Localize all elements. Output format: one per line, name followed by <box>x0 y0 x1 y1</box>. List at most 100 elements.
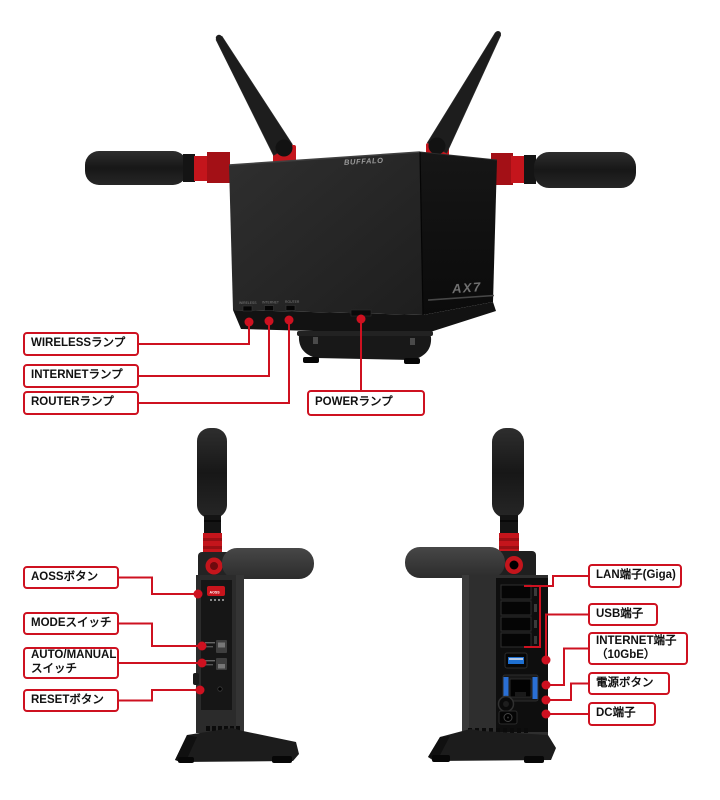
side-body-edge <box>236 575 244 733</box>
internet-lamp-line <box>139 321 270 377</box>
ax7-logo: AX7 <box>450 279 482 296</box>
front-view-figure: BUFFALO AX7 WIRELESS INTERNET ROUTER <box>85 31 636 364</box>
internet-lamp-dot <box>264 316 274 326</box>
lan-port-2 <box>500 600 532 616</box>
side-antenna <box>197 428 227 518</box>
front-left-antenna-collar <box>183 154 195 182</box>
rear-view-figure <box>405 428 556 763</box>
internet-port-line <box>546 647 588 686</box>
router-led <box>285 305 296 311</box>
internet-port-blue-right <box>532 677 538 699</box>
internet-port-dot <box>541 680 551 690</box>
wireless-lamp-line <box>139 322 250 345</box>
side-left-nub <box>193 673 199 685</box>
lan-port-3 <box>500 616 532 632</box>
side-stand-foot2 <box>272 756 292 763</box>
dc-jack-pin <box>507 716 509 719</box>
aoss-dot <box>193 589 203 599</box>
usb-port-tongue <box>508 657 524 664</box>
router-lamp-line <box>139 320 290 404</box>
side-antenna-neck <box>204 515 221 534</box>
auto-manual-switch-device <box>205 658 227 670</box>
body-front-face <box>229 152 423 315</box>
callout-lan-port: LAN端子(Giga) <box>588 564 682 588</box>
callout-wireless-lamp: WIRELESSランプ <box>23 332 139 356</box>
callout-reset-button: RESETボタン <box>23 689 119 712</box>
lan-bracket <box>524 585 541 648</box>
rear-stand <box>428 729 556 761</box>
usb-line <box>545 613 588 660</box>
side-view-figure: AOSS <box>175 428 314 763</box>
aoss-line <box>119 576 198 595</box>
mode-dot <box>197 641 207 651</box>
body-top-edge-right <box>419 151 498 161</box>
lan-port-4 <box>500 632 532 648</box>
internet-port-blue-left <box>503 677 509 699</box>
side-hinge-red-core <box>210 562 218 570</box>
side-antenna-red-band2 <box>203 546 222 549</box>
rear-stand-foot2 <box>524 756 544 763</box>
front-right-antenna <box>534 152 636 188</box>
front-diag-left-antenna-tip <box>215 34 223 42</box>
aoss-device-button <box>207 586 225 596</box>
callout-internet-lamp: INTERNETランプ <box>23 364 139 388</box>
body-right-face <box>420 152 497 315</box>
callout-power-lamp: POWERランプ <box>307 390 425 416</box>
aoss-button-dots <box>210 599 224 601</box>
front-right-antenna-collar <box>524 155 536 184</box>
router-lamp-dot <box>284 315 294 325</box>
front-left-antenna-mount <box>194 156 208 181</box>
side-folded-antenna <box>222 548 314 579</box>
body-top-edge <box>228 151 421 166</box>
lan-port-1 <box>500 584 532 600</box>
power-button-core <box>503 701 509 707</box>
ax7-fineprint <box>428 294 494 301</box>
rear-antenna-red-ring <box>499 533 519 554</box>
side-antenna-red-ring <box>203 533 222 554</box>
callout-aoss-button: AOSSボタン <box>23 566 119 589</box>
rear-antenna-red-band2 <box>499 546 519 549</box>
internet-port-clip <box>515 692 526 697</box>
front-left-antenna-mount2 <box>207 152 230 183</box>
wireless-led <box>242 305 253 312</box>
front-stand-lip <box>297 331 433 336</box>
rear-antenna <box>492 428 524 518</box>
power-button-dot <box>541 695 551 705</box>
usb-dot <box>541 655 551 665</box>
callout-mode-switch: MODEスイッチ <box>23 612 119 635</box>
body-ridge <box>419 151 424 316</box>
wireless-lamp-dot <box>244 317 254 327</box>
front-diag-left-antenna-hinge <box>275 139 293 157</box>
front-right-antenna-mount <box>511 156 525 183</box>
callout-auto-manual-switch: AUTO/MANUAL スイッチ <box>23 647 119 679</box>
aoss-device-button-text: AOSS <box>210 591 221 595</box>
front-diag-right-antenna-tip <box>495 31 501 37</box>
front-stand <box>298 333 432 360</box>
front-stand-tab-left <box>313 337 318 344</box>
side-stand <box>175 728 299 762</box>
front-diag-left-antenna <box>215 35 293 156</box>
callout-dc-port: DC端子 <box>588 702 656 726</box>
power-lamp-dot <box>356 314 366 324</box>
mode-line <box>119 622 202 647</box>
reset-line <box>119 689 200 702</box>
reset-hole-device <box>217 686 223 692</box>
lan-ports <box>500 584 537 648</box>
lan-line <box>540 575 588 587</box>
rear-stand-foot1 <box>432 755 450 762</box>
internet-led-label: INTERNET <box>262 301 279 305</box>
front-diag-right-antenna-hinge <box>428 137 446 155</box>
dc-dot <box>541 709 551 719</box>
internet-led <box>264 305 274 312</box>
front-left-antenna <box>85 151 187 185</box>
buffalo-logo: BUFFALO <box>344 156 384 167</box>
rear-stand-front <box>428 736 450 759</box>
lan-port-labels <box>534 588 537 644</box>
wireless-led-label: WIRELESS <box>239 301 257 305</box>
callout-internet-port: INTERNET端子 （10GbE） <box>588 632 688 665</box>
router-led-label: ROUTER <box>285 300 300 304</box>
rear-body-edge <box>462 575 469 735</box>
rear-antenna-neck <box>500 515 518 534</box>
